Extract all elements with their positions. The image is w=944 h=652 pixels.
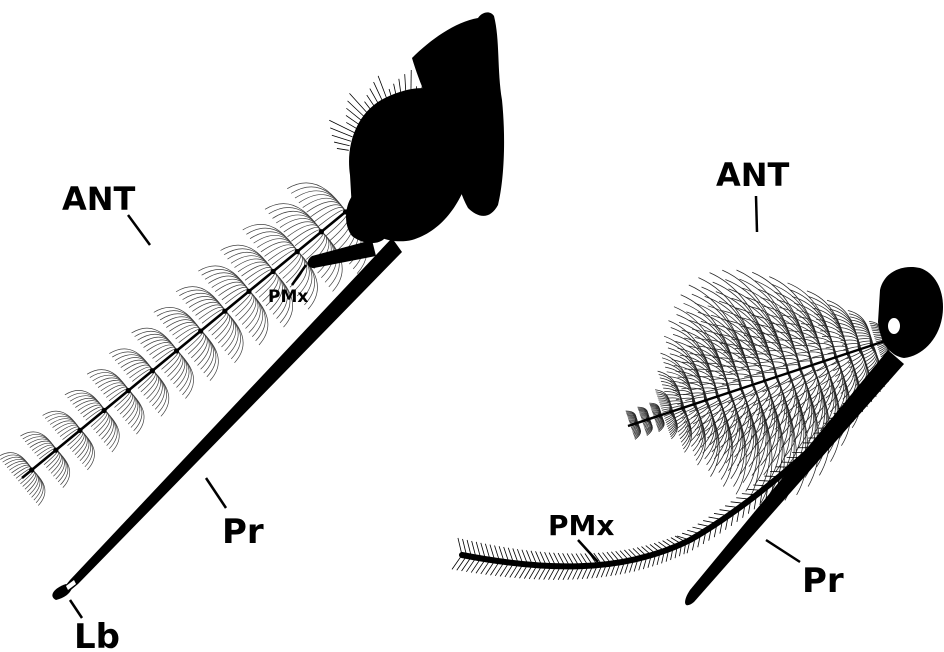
plume-hair bbox=[722, 311, 776, 378]
antenna-hair bbox=[75, 401, 104, 411]
plume-hair bbox=[748, 306, 799, 369]
antenna-node bbox=[319, 229, 324, 234]
head-bristle bbox=[332, 135, 351, 141]
antenna-node bbox=[198, 328, 203, 333]
right-pmx-label: PMx bbox=[548, 509, 614, 542]
head-bristle bbox=[329, 120, 354, 132]
antenna-node bbox=[270, 269, 275, 274]
antenna-node bbox=[150, 368, 155, 373]
head-bristle bbox=[334, 142, 350, 146]
left-pr-leader bbox=[206, 478, 226, 508]
antenna-node bbox=[222, 309, 227, 314]
head-bristle bbox=[346, 108, 362, 121]
antenna-hair bbox=[7, 461, 32, 470]
right-head-capsule bbox=[878, 267, 943, 358]
antenna-node bbox=[53, 448, 58, 453]
plume-hair bbox=[702, 287, 764, 381]
head-bristle bbox=[349, 93, 368, 114]
antenna-node bbox=[174, 348, 179, 353]
antenna-node bbox=[295, 249, 300, 254]
plume-hair bbox=[673, 390, 694, 404]
antenna-hair bbox=[53, 421, 80, 430]
right-eye-highlight bbox=[887, 317, 901, 335]
antenna-hair bbox=[30, 441, 56, 450]
left-specimen: ANT PMx Pr Lb bbox=[0, 12, 504, 652]
left-ant-leader bbox=[128, 215, 150, 245]
right-specimen: ANT PMx Pr bbox=[452, 156, 943, 605]
plume-hair bbox=[850, 317, 870, 346]
right-ant-leader bbox=[756, 196, 757, 232]
antenna-node bbox=[77, 428, 82, 433]
antenna-node bbox=[126, 388, 131, 393]
right-ant-label: ANT bbox=[716, 156, 790, 194]
antenna-node bbox=[29, 467, 34, 472]
right-antenna-plume bbox=[626, 270, 890, 503]
left-pr-label: Pr bbox=[222, 512, 264, 552]
left-ant-label: ANT bbox=[62, 180, 136, 218]
head-bristle bbox=[348, 101, 365, 118]
right-pr-leader bbox=[766, 540, 800, 562]
head-bristle bbox=[346, 122, 356, 128]
left-lb-leader bbox=[70, 600, 82, 618]
left-pmx-label: PMx bbox=[268, 287, 308, 307]
antenna-hair bbox=[128, 391, 138, 425]
right-pr-label: Pr bbox=[802, 561, 844, 601]
head-bristle bbox=[337, 148, 349, 150]
antenna-node bbox=[101, 408, 106, 413]
antenna-node bbox=[246, 289, 251, 294]
left-lb-label: Lb bbox=[74, 617, 120, 652]
